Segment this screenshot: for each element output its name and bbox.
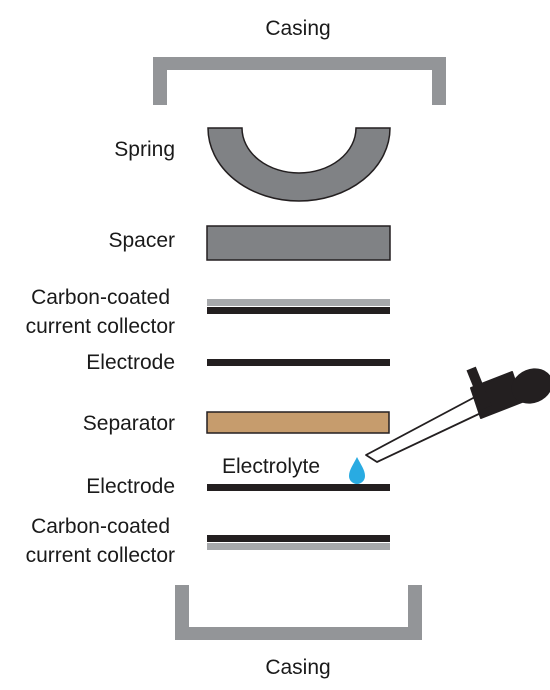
collector-bottom-carbon-coating: [207, 543, 390, 550]
electrode-top-label: Electrode: [86, 351, 175, 374]
collector-bottom-foil: [207, 535, 390, 542]
collector-bottom-label-line1: Carbon-coated: [31, 515, 170, 538]
collector-top-label-line2: current collector: [26, 315, 175, 338]
spacer-label: Spacer: [108, 229, 175, 252]
electrode-bottom-label: Electrode: [86, 475, 175, 498]
casing-top-label: Casing: [265, 17, 330, 40]
spring: [207, 127, 391, 202]
collector-top-carbon-coating: [207, 299, 390, 306]
separator-label: Separator: [83, 412, 175, 435]
electrolyte-label: Electrolyte: [222, 455, 320, 478]
electrode-top: [207, 359, 390, 366]
electrolyte-drop: [349, 457, 365, 484]
dropper: [365, 366, 550, 463]
electrode-bottom: [207, 484, 390, 491]
collector-top-foil: [207, 307, 390, 314]
casing-bottom: [175, 585, 422, 640]
dropper-bulb: [466, 366, 550, 419]
separator: [206, 411, 390, 434]
casing-top: [153, 57, 446, 105]
collector-bottom-label-line2: current collector: [26, 544, 175, 567]
casing-bottom-label: Casing: [265, 656, 330, 679]
spacer: [206, 225, 391, 261]
collector-top-label-line1: Carbon-coated: [31, 286, 170, 309]
spring-label: Spring: [114, 138, 175, 161]
